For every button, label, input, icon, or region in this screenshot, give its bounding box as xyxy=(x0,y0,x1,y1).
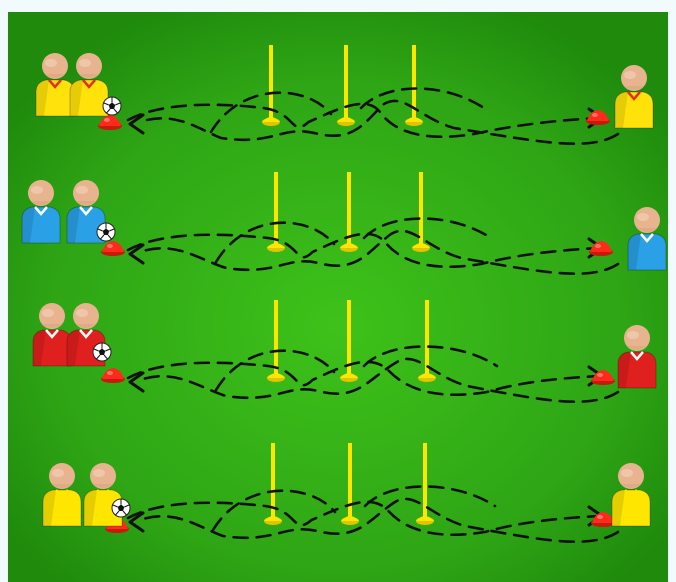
soccer-ball-icon xyxy=(103,97,121,115)
soccer-ball-icon xyxy=(112,499,130,517)
soccer-ball-icon xyxy=(93,343,111,361)
soccer-ball-icon xyxy=(97,223,115,241)
